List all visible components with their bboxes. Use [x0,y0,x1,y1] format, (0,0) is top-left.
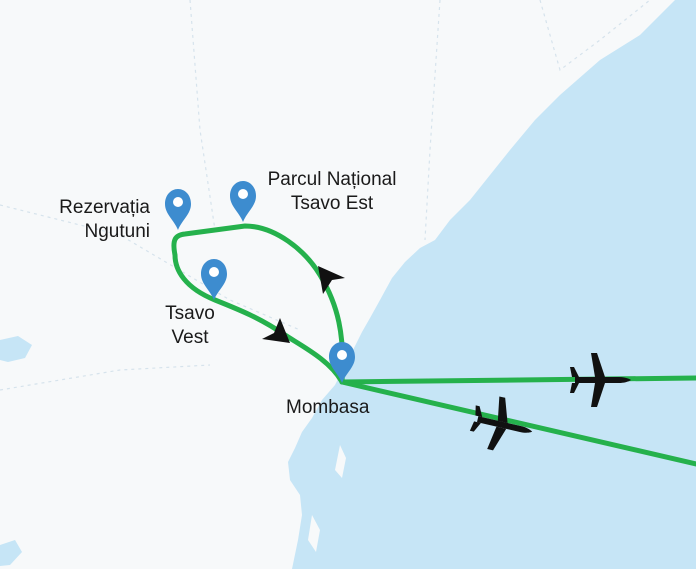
map-pin-icon [201,259,227,300]
label-tsavo-est-line2: Tsavo Est [290,193,374,214]
region-borders [0,0,651,391]
label-mombasa: Mombasa [286,396,369,420]
map-pin-icon [165,189,191,230]
label-ngutuni-line2: Ngutuni [84,221,151,242]
label-tsavo-vest-line1: Tsavo [165,303,215,324]
sea-area [288,0,696,569]
island [308,515,320,552]
airplane-icon [469,396,533,451]
flight-routes [339,375,696,467]
map-pin-icon [329,342,355,383]
label-ngutuni: Rezervația Ngutuni [52,196,150,244]
label-mombasa-text: Mombasa [286,397,370,418]
direction-arrow-icon [318,266,345,294]
direction-arrow-icon [262,266,345,343]
label-tsavo-est: Parcul Național Tsavo Est [256,168,408,216]
label-tsavo-vest-line2: Vest [171,327,209,348]
lake [0,540,22,566]
island [335,445,346,478]
label-tsavo-est-line1: Parcul Național [267,169,397,190]
flight-line-upper [339,375,696,385]
airplane-icon [570,353,631,407]
lake [0,336,32,362]
flight-line-lower [339,379,696,467]
direction-arrow-icon [262,318,290,343]
label-tsavo-vest: Tsavo Vest [150,302,230,350]
label-ngutuni-line1: Rezervația [59,197,150,218]
map-pin-icon [230,181,256,222]
